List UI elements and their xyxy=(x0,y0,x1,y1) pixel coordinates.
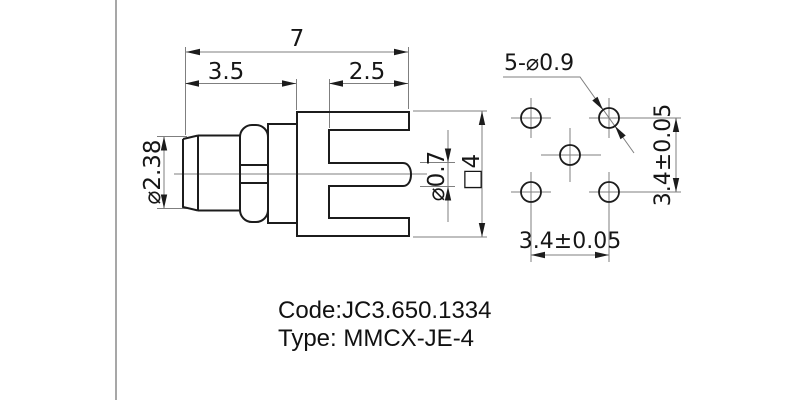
hole-bottom-right xyxy=(598,181,620,203)
dim-barrel-diameter: ⌀2.38 xyxy=(140,139,166,204)
footprint-view: 5-⌀0.9 3.4±0.05 3.4±0.05 xyxy=(503,51,681,262)
dim-hole-callout: 5-⌀0.9 xyxy=(504,51,574,76)
dim-total-length: 7 xyxy=(290,26,305,52)
part-type-label: Type: MMCX-JE-4 xyxy=(278,325,474,352)
hole-top-left xyxy=(520,107,542,129)
side-view: 7 3.5 2.5 ⌀2.38 ⌀0.7 □4 xyxy=(140,26,487,238)
hole-bottom-left xyxy=(520,181,542,203)
title-block: Code:JC3.650.1334 Type: MMCX-JE-4 xyxy=(278,297,492,352)
hole-top-right xyxy=(598,107,620,129)
hole-center xyxy=(559,144,581,166)
part-code-label: Code:JC3.650.1334 xyxy=(278,297,492,324)
connector-tip xyxy=(182,134,240,212)
dim-body-length: 2.5 xyxy=(349,59,386,85)
dim-pin-diameter: ⌀0.7 xyxy=(424,151,450,201)
connector-bead-grooves xyxy=(240,164,268,184)
footprint-holes xyxy=(520,107,620,203)
connector-outline xyxy=(182,111,413,237)
connector-flange-and-pin xyxy=(296,111,413,237)
dim-pitch-vertical: 3.4±0.05 xyxy=(651,104,676,206)
dim-pitch-horizontal: 3.4±0.05 xyxy=(519,229,621,254)
dim-flange-square: □4 xyxy=(459,154,485,190)
dim-tip-length: 3.5 xyxy=(208,59,245,85)
